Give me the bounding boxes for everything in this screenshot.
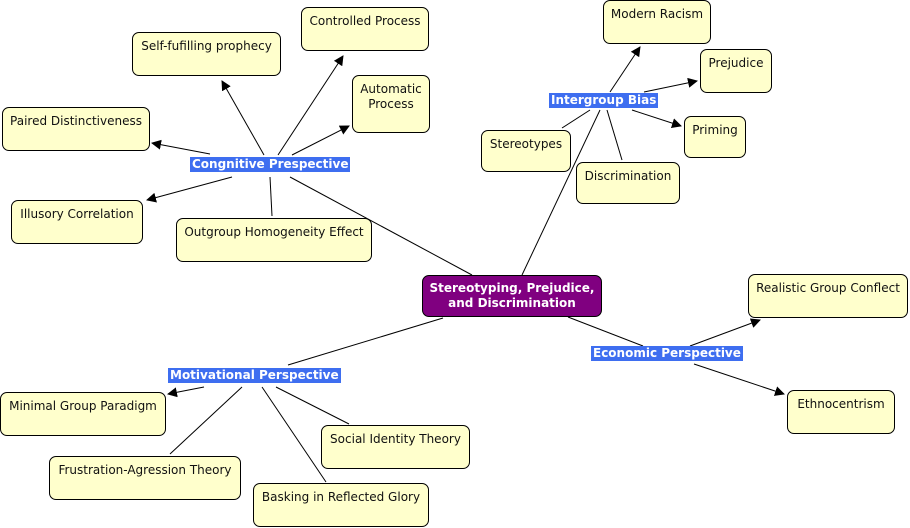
arrow-to-controlled-process <box>277 55 344 156</box>
concept-self-fulfilling-prophecy[interactable]: Self-fufilling prophecy <box>132 32 281 76</box>
concept-frustration-aggression-theory[interactable]: Frustration-Agression Theory <box>49 456 241 500</box>
concept-automatic-process[interactable]: Automatic Process <box>352 75 430 133</box>
concept-modern-racism[interactable]: Modern Racism <box>603 0 711 44</box>
line-to-stereotypes <box>561 109 591 129</box>
concept-ethnocentrism[interactable]: Ethnocentrism <box>787 390 895 434</box>
line-root-intergroup <box>521 109 601 276</box>
arrow-to-paired-distinctiveness <box>151 139 211 155</box>
line-to-discrimination <box>606 109 623 161</box>
concept-prejudice[interactable]: Prejudice <box>700 49 772 93</box>
arrow-to-realistic-group-conflict <box>689 318 761 347</box>
arrow-to-prejudice <box>643 77 698 93</box>
concept-priming[interactable]: Priming <box>684 116 746 158</box>
arrow-to-illusory-correlation <box>146 176 233 203</box>
concept-minimal-group-paradigm[interactable]: Minimal Group Paradigm <box>0 392 166 436</box>
arrow-to-ethnocentrism <box>693 363 785 396</box>
concept-illusory-correlation[interactable]: Illusory Correlation <box>11 200 143 244</box>
arrow-to-minimal-group-paradigm <box>167 386 205 398</box>
concept-stereotypes[interactable]: Stereotypes <box>481 130 571 172</box>
linkword-motivational-perspective[interactable]: Motivational Perspective <box>168 368 341 383</box>
linkword-cognitive-perspective[interactable]: Congnitive Prespective <box>190 157 351 172</box>
concept-controlled-process[interactable]: Controlled Process <box>301 7 429 51</box>
concept-basking-in-reflected-glory[interactable]: Basking in Reflected Glory <box>253 483 429 527</box>
linkword-intergroup-bias[interactable]: Intergroup Bias <box>549 93 659 108</box>
line-root-motivational <box>287 317 444 366</box>
arrow-to-priming <box>631 109 682 128</box>
line-to-basking <box>261 386 327 483</box>
linkword-economic-perspective[interactable]: Economic Perspective <box>591 346 743 361</box>
concept-outgroup-homogeneity-effect[interactable]: Outgroup Homogeneity Effect <box>176 218 372 262</box>
line-to-outgroup-homogeneity <box>269 176 273 217</box>
line-to-social-identity <box>275 386 350 425</box>
concept-realistic-group-conflict[interactable]: Realistic Group Conflect <box>748 274 908 318</box>
root-concept[interactable]: Stereotyping, Prejudice, and Discriminat… <box>422 275 602 317</box>
line-to-frustration-aggression <box>169 386 243 455</box>
line-root-cognitive <box>289 176 473 276</box>
concept-discrimination[interactable]: Discrimination <box>576 162 680 204</box>
concept-paired-distinctiveness[interactable]: Paired Distinctiveness <box>2 107 150 151</box>
arrow-to-modern-racism <box>609 46 641 93</box>
line-root-economic <box>567 316 644 347</box>
concept-social-identity-theory[interactable]: Social Identity Theory <box>321 425 470 469</box>
arrow-to-self-fulfilling <box>221 80 265 156</box>
arrow-to-automatic-process <box>291 125 350 156</box>
